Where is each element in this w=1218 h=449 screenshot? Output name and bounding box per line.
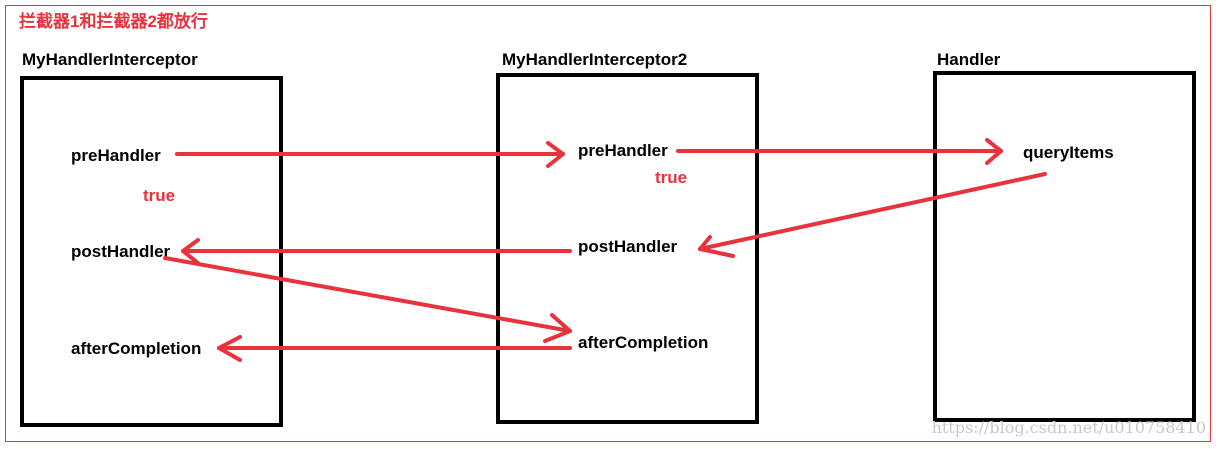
interceptor1-aftercompletion-label: afterCompletion: [71, 339, 202, 358]
handler-box: [933, 71, 1196, 422]
arrow-aftercompletion2-to-aftercompletion1: [217, 335, 572, 362]
column-title-interceptor2: MyHandlerInterceptor2: [502, 50, 688, 69]
diagram-title: 拦截器1和拦截器2都放行: [19, 12, 208, 31]
interceptor2-aftercompletion-label: afterCompletion: [578, 333, 709, 352]
interceptor2-true-label: true: [655, 168, 688, 187]
handler-queryitems-label: queryItems: [1023, 143, 1114, 162]
interceptor2-prehandler-label: preHandler: [578, 141, 668, 160]
watermark: https://blog.csdn.net/u010758410: [931, 418, 1206, 437]
interceptor1-posthandler-label: postHandler: [71, 242, 171, 261]
interceptor1-true-label: true: [143, 186, 176, 205]
column-title-interceptor1: MyHandlerInterceptor: [22, 50, 198, 69]
arrow-prehandler1-to-prehandler2: [175, 141, 565, 168]
interceptor1-prehandler-label: preHandler: [71, 146, 161, 165]
arrow-prehandler2-to-queryitems: [676, 138, 1003, 165]
diagram-frame: [5, 5, 1211, 442]
interceptor2-box: [496, 73, 759, 424]
arrow-posthandler1-to-aftercompletion2: [163, 256, 572, 343]
arrow-posthandler2-to-posthandler1: [181, 238, 572, 265]
arrow-queryitems-to-posthandler2: [698, 172, 1047, 258]
interceptor2-posthandler-label: postHandler: [578, 237, 678, 256]
column-title-handler: Handler: [937, 50, 1001, 69]
